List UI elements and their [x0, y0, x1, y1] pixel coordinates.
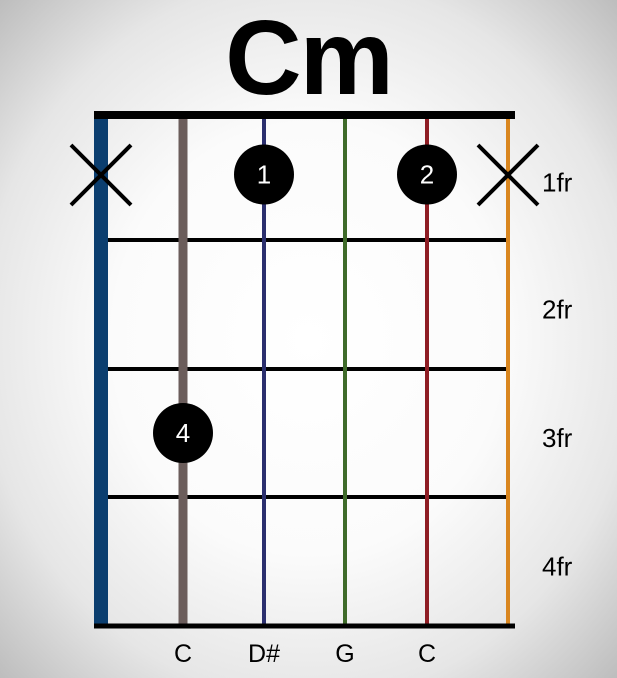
fret-label: 2fr	[542, 295, 573, 325]
note-labels: C D# G C	[174, 640, 436, 668]
fret-label: 3fr	[542, 423, 573, 453]
note-label: C	[174, 640, 192, 668]
finger-dot: 1	[234, 144, 294, 205]
fret-lines	[108, 238, 508, 499]
note-label: D#	[248, 640, 280, 668]
mute-x-icon	[476, 143, 540, 207]
finger-dot: 2	[397, 144, 457, 205]
nut-and-bottom	[94, 111, 515, 629]
finger-dot: 4	[153, 403, 213, 463]
fret-label: 4fr	[542, 552, 573, 582]
note-label: C	[418, 640, 436, 668]
fret-labels: 1fr 2fr 3fr 4fr	[542, 168, 573, 582]
fret-label: 1fr	[542, 168, 573, 198]
finger-number: 4	[176, 418, 190, 448]
finger-number: 2	[420, 160, 434, 190]
finger-dots: 1 2 4	[153, 144, 457, 463]
mute-x-icon	[69, 143, 133, 207]
mute-markers	[69, 143, 540, 207]
note-label: G	[335, 640, 354, 668]
chord-name: Cm	[225, 0, 394, 117]
finger-number: 1	[257, 160, 271, 190]
